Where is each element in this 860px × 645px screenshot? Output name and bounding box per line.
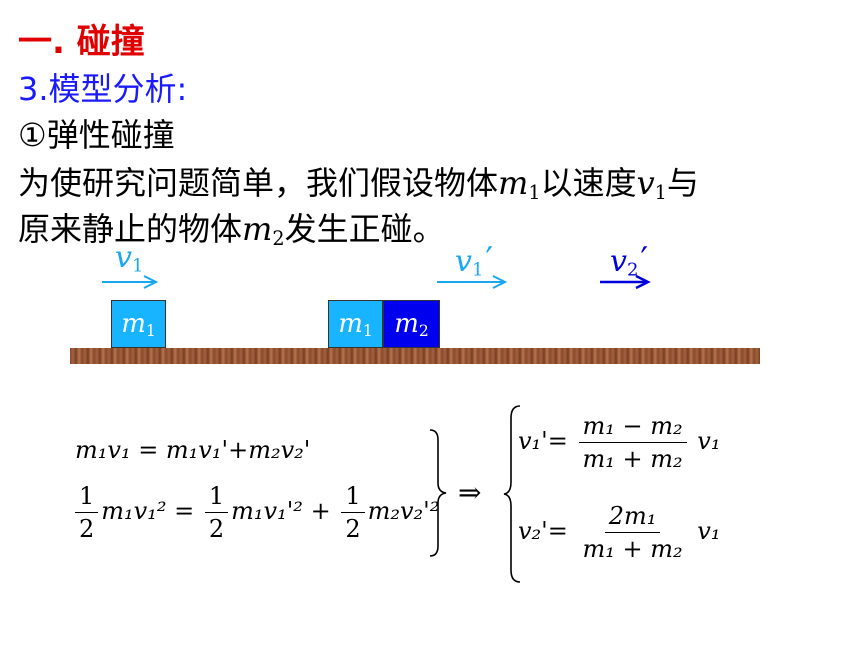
mass-symbol: m1: [498, 164, 541, 204]
ground: [70, 348, 760, 364]
section-title: 一. 碰撞: [18, 22, 145, 62]
mass-symbol: m2: [242, 210, 285, 250]
block-m1-after: m1: [328, 300, 383, 348]
arrow-icon: [600, 274, 651, 290]
velocity-label-v1-prime: v1′: [455, 240, 494, 281]
velocity-label-v2-prime: v2′: [610, 240, 649, 281]
item-title: ①弹性碰撞: [18, 116, 175, 154]
para-text: 发生正碰。: [284, 210, 445, 248]
arrow-icon: [102, 275, 159, 289]
para-text: 以速度: [540, 164, 637, 202]
para-text: 与: [666, 164, 699, 202]
block-m1-before: m1: [111, 300, 166, 348]
arrow-icon: [437, 275, 508, 289]
velocity-symbol: v1: [636, 164, 667, 204]
left-brace-icon: [503, 405, 521, 583]
implies-arrow: ⇒: [458, 476, 482, 509]
right-brace-icon: [429, 429, 447, 557]
momentum-equation: m₁v₁ = m₁v₁'+m₂v₂': [75, 436, 311, 464]
para-text: 为使研究问题简单，我们假设物体: [18, 164, 499, 202]
block-m2: m2: [383, 300, 440, 348]
velocity-label-v1: v1: [115, 240, 144, 277]
subsection-title: 3.模型分析:: [18, 70, 188, 108]
paragraph-line-2: 原来静止的物体m2发生正碰。: [18, 204, 445, 250]
paragraph-line-1: 为使研究问题简单，我们假设物体m1以速度v1与: [18, 158, 699, 204]
para-text: 原来静止的物体: [18, 210, 243, 248]
